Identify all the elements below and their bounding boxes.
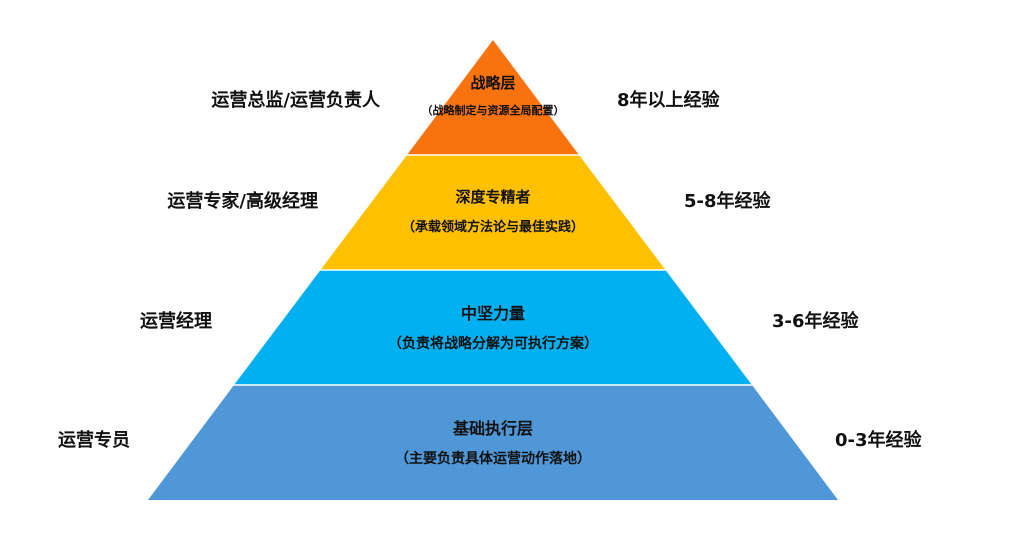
layer-title: 中坚力量 — [460, 304, 526, 323]
experience-label: 5-8年经验 — [684, 191, 771, 212]
layer-core — [234, 270, 752, 385]
layer-execution — [148, 385, 838, 500]
layer-title: 战略层 — [470, 74, 516, 92]
role-label: 运营总监/运营负责人 — [211, 90, 380, 111]
layer-subtitle: （战略制定与资源全局配置） — [421, 104, 565, 117]
role-label: 运营专家/高级经理 — [167, 191, 318, 212]
layer-subtitle: （负责将战略分解为可执行方案） — [388, 336, 598, 352]
experience-label: 8年以上经验 — [617, 90, 720, 111]
experience-label: 0-3年经验 — [835, 430, 922, 451]
layer-strategy — [407, 40, 579, 155]
layer-title: 深度专精者 — [455, 188, 531, 206]
experience-label: 3-6年经验 — [772, 311, 859, 332]
layer-subtitle: （承载领域方法论与最佳实践） — [401, 220, 585, 235]
role-label: 运营专员 — [58, 430, 130, 451]
layer-expert — [320, 155, 666, 270]
role-label: 运营经理 — [140, 311, 212, 332]
layer-subtitle: （主要负责具体运营动作落地） — [395, 451, 591, 467]
layer-title: 基础执行层 — [452, 419, 534, 438]
